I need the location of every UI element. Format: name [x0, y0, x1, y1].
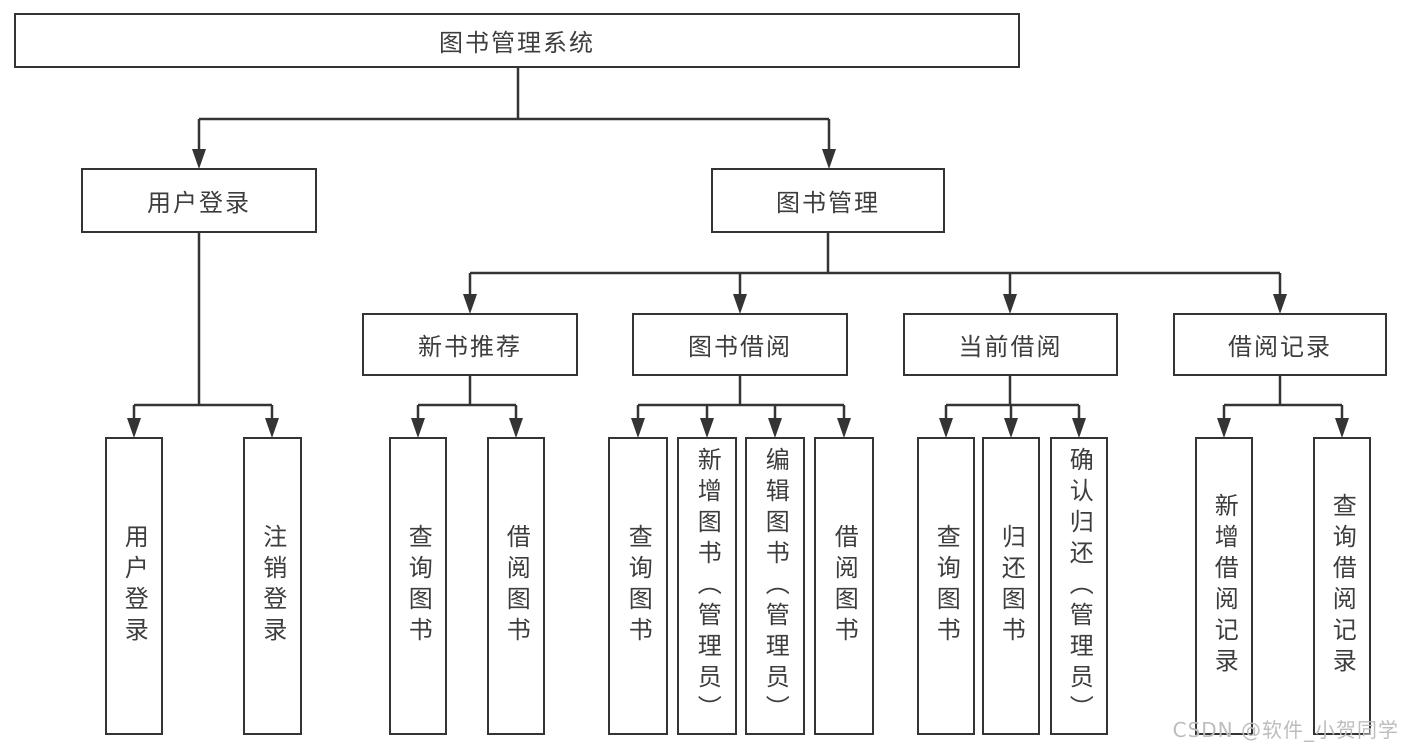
- node-label: 用户登录: [147, 189, 251, 217]
- node-label: 图书管理系统: [439, 29, 595, 57]
- node-label: 确认归还（管理员）: [1065, 446, 1094, 726]
- arrowhead-icons: [127, 149, 1349, 438]
- node-label: 查询图书: [624, 524, 653, 648]
- node-borrow-records: 借阅记录: [1173, 313, 1387, 376]
- leaf-return-books: 归还图书: [982, 437, 1040, 735]
- leaf-logout: 注销登录: [243, 437, 302, 735]
- node-new-book-recommend: 新书推荐: [362, 313, 578, 376]
- node-label: 新增借阅记录: [1210, 493, 1239, 679]
- leaf-query-books: 查询图书: [389, 437, 447, 735]
- leaf-query-borrow-record: 查询借阅记录: [1313, 437, 1371, 735]
- node-book-management: 图书管理: [711, 168, 945, 233]
- node-book-borrow: 图书借阅: [632, 313, 848, 376]
- node-label: 当前借阅: [958, 333, 1063, 361]
- node-label: 注销登录: [258, 524, 287, 648]
- node-label: 借阅图书: [830, 524, 859, 648]
- leaf-confirm-return-admin: 确认归还（管理员）: [1050, 437, 1108, 735]
- node-library-management-system: 图书管理系统: [14, 13, 1020, 68]
- leaf-borrow-books: 借阅图书: [487, 437, 545, 735]
- node-label: 归还图书: [997, 524, 1026, 648]
- node-label: 查询图书: [932, 524, 961, 648]
- node-label: 图书借阅: [688, 333, 792, 361]
- node-label: 用户登录: [120, 524, 149, 648]
- node-label: 借阅记录: [1228, 333, 1332, 361]
- leaf-user-login: 用户登录: [105, 437, 163, 735]
- node-label: 查询图书: [404, 524, 433, 648]
- node-label: 新书推荐: [418, 333, 522, 361]
- node-label: 借阅图书: [502, 524, 531, 648]
- node-user-login: 用户登录: [81, 168, 317, 233]
- leaf-add-borrow-record: 新增借阅记录: [1195, 437, 1253, 735]
- leaf-edit-books-admin: 编辑图书（管理员）: [745, 437, 805, 735]
- node-label: 图书管理: [776, 189, 880, 217]
- csdn-watermark: CSDN @软件_小贺同学: [1172, 718, 1399, 742]
- node-label: 编辑图书（管理员）: [761, 446, 790, 726]
- leaf-borrow-books: 借阅图书: [814, 437, 874, 735]
- node-current-borrow: 当前借阅: [903, 313, 1118, 376]
- leaf-query-books: 查询图书: [608, 437, 668, 735]
- leaf-add-books-admin: 新增图书（管理员）: [677, 437, 737, 735]
- node-label: 查询借阅记录: [1328, 493, 1357, 679]
- leaf-query-books: 查询图书: [917, 437, 975, 735]
- node-label: 新增图书（管理员）: [693, 446, 722, 726]
